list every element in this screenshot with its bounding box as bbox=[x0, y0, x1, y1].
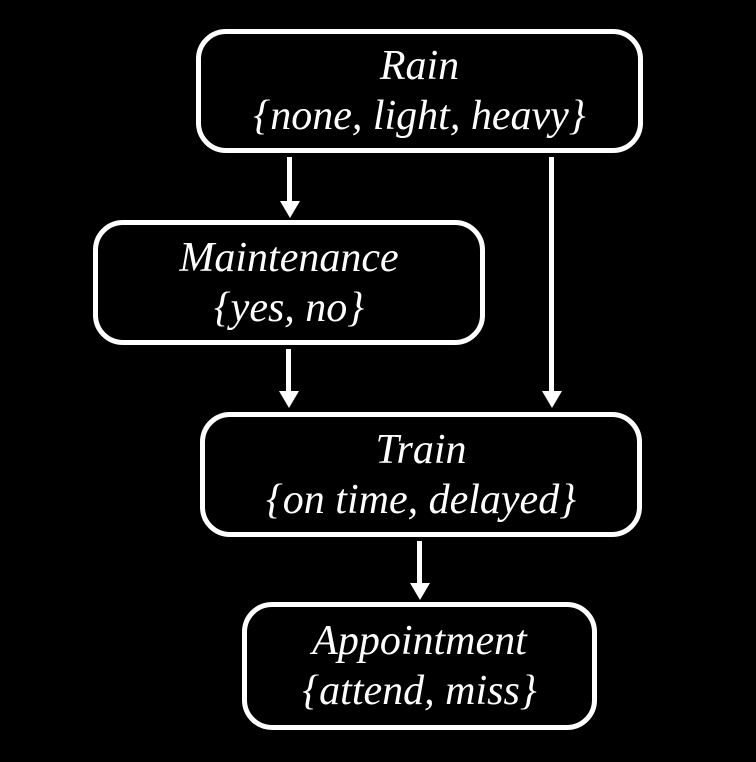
node-maintenance-domain: {yes, no} bbox=[213, 284, 365, 331]
node-appointment-domain: {attend, miss} bbox=[302, 668, 537, 714]
node-train: Train {on time, delayed} bbox=[200, 412, 642, 537]
node-rain-domain: {none, light, heavy} bbox=[253, 93, 586, 139]
node-maintenance: Maintenance {yes, no} bbox=[93, 220, 485, 345]
node-appointment-label: Appointment bbox=[312, 618, 527, 664]
arrow-shaft bbox=[286, 349, 291, 391]
node-train-label: Train bbox=[375, 426, 467, 473]
node-rain-label: Rain bbox=[379, 43, 460, 89]
arrow-shaft bbox=[287, 157, 292, 201]
arrow-shaft bbox=[417, 541, 422, 583]
arrow-head-icon bbox=[278, 391, 299, 408]
node-maintenance-label: Maintenance bbox=[179, 234, 399, 281]
node-appointment: Appointment {attend, miss} bbox=[242, 602, 597, 730]
node-rain: Rain {none, light, heavy} bbox=[196, 29, 643, 153]
arrow-head-icon bbox=[541, 391, 562, 408]
arrow-head-icon bbox=[409, 583, 430, 600]
arrow-head-icon bbox=[279, 201, 300, 218]
node-train-domain: {on time, delayed} bbox=[266, 476, 576, 523]
arrow-shaft bbox=[549, 157, 554, 391]
